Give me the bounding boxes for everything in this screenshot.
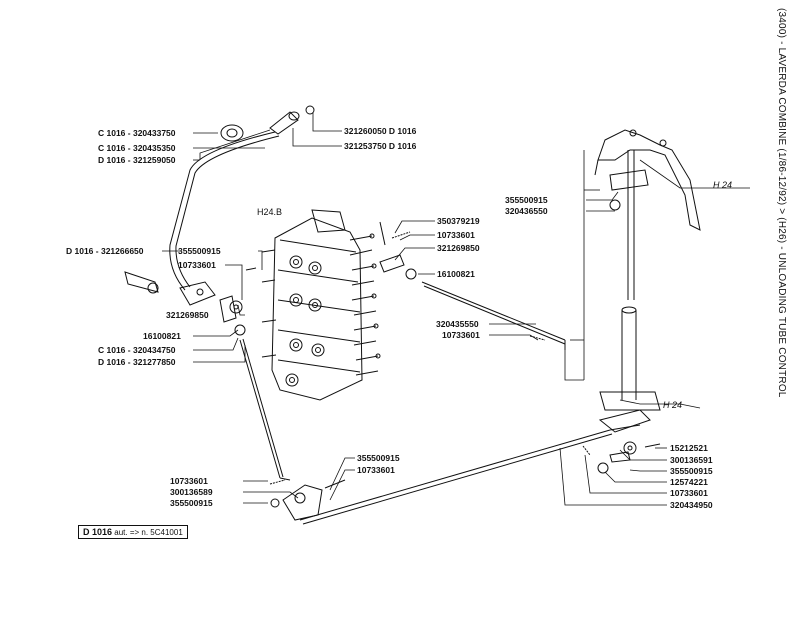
part-label: 300136591 [670,455,713,465]
part-label: C 1016 - 320433750 [98,128,176,138]
part-label: C 1016 - 320434750 [98,345,176,355]
part-label: D 1016 - 321266650 [66,246,144,256]
part-label: 321269850 [166,310,209,320]
part-label: 10733601 [170,476,208,486]
part-label: 355500915 [178,246,221,256]
control-lever [124,105,315,306]
lower-rod [299,409,661,525]
leader-lines [162,112,667,506]
part-label: 12574221 [670,477,708,487]
part-label: 10733601 [670,488,708,498]
dashed-frame [564,150,750,409]
valve-block [261,209,381,401]
part-label: 355500915 [170,498,213,508]
part-label: 16100821 [437,269,475,279]
part-label: 16100821 [143,331,181,341]
note-text: aut. => n. 5C41001 [114,528,183,537]
part-label: 320434950 [670,500,713,510]
small-fittings [219,221,417,336]
part-label: 355500915 [670,466,713,476]
section-ref-upper: H 24 [713,180,733,190]
part-label: 320436550 [505,206,548,216]
part-label: 10733601 [357,465,395,475]
group-ref-label: H24.B [257,207,283,217]
part-label: 350379219 [437,216,480,226]
serial-note: D 1016 aut. => n. 5C41001 [78,525,188,539]
note-model: D 1016 [83,527,113,537]
part-label: 10733601 [178,260,216,270]
part-label: 321269850 [437,243,480,253]
part-label: 355500915 [505,195,548,205]
part-label: 321253750 D 1016 [344,141,417,151]
left-rod [239,338,346,521]
part-label: D 1016 - 321277850 [98,357,176,367]
part-label: C 1016 - 320435350 [98,143,176,153]
part-label: 10733601 [442,330,480,340]
part-label: 10733601 [437,230,475,240]
part-label: 355500915 [357,453,400,463]
part-label: 15212521 [670,443,708,453]
part-label: 321260050 D 1016 [344,126,417,136]
part-label: 300136589 [170,487,213,497]
part-label: 320435550 [436,319,479,329]
section-ref-lower: H 24 [663,400,683,410]
page-title: (3400) - LAVERDA COMBINE (1/86-12/92) > … [776,8,787,398]
right-shaft [594,129,701,411]
part-label: D 1016 - 321259050 [98,155,176,165]
